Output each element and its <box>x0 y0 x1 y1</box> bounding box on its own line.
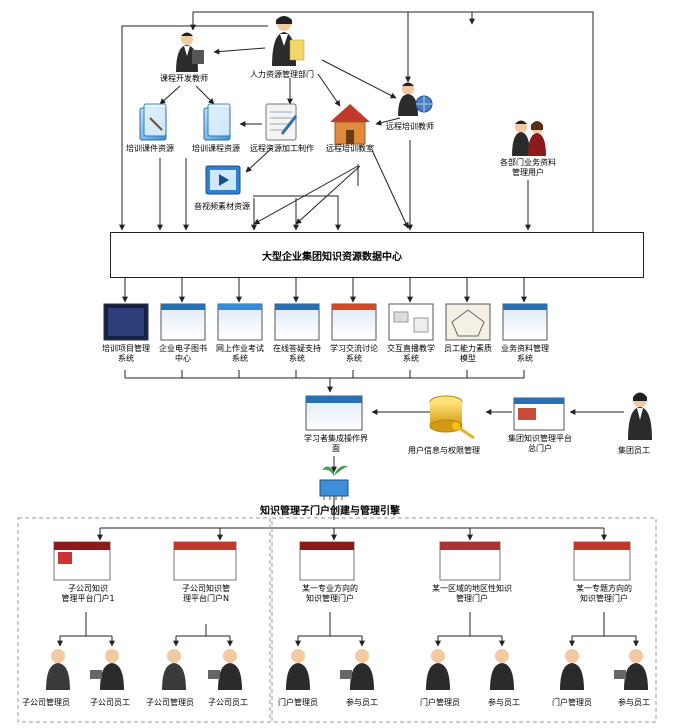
engine-title: 知识管理子门户创建与管理引擎 <box>260 506 400 517</box>
user-auth-label: 用户信息与权限管理 <box>408 446 480 455</box>
topic-portal-label: 某一专题方向的 知识管理门户 <box>576 584 632 603</box>
course-folder-icon <box>203 103 231 141</box>
course-resources-label: 培训课程资源 <box>192 144 240 153</box>
group-portal-label: 集团知识管理平台 总门户 <box>508 434 572 453</box>
subsidiary-group-box <box>17 517 271 723</box>
subportal-screens <box>53 541 631 581</box>
system-label-4: 学习交流讨论 系统 <box>330 344 378 363</box>
learner-ui-screen-icon <box>305 395 363 431</box>
sub-staff-label-2: 子公司员工 <box>208 698 248 707</box>
system-label-7: 业务资料管理 系统 <box>501 344 549 363</box>
system-screens <box>103 303 548 341</box>
portal-admin-label-1: 门户管理员 <box>278 698 318 707</box>
system-label-3: 在线答疑支持 系统 <box>273 344 321 363</box>
knowledge-data-center-box <box>110 232 644 278</box>
hr-dept-label: 人力资源管理部门 <box>250 70 314 79</box>
professional-portal-label: 某一专业方向的 知识管理门户 <box>302 584 358 603</box>
data-center-title: 大型企业集团知识资源数据中心 <box>262 252 402 263</box>
participant-label-1: 参与员工 <box>346 698 378 707</box>
processing-notepad-icon <box>265 103 298 141</box>
subportal-1-label: 子公司知识 管理平台门户1 <box>61 584 115 603</box>
dept-users-label: 各部门业务资料 管理用户 <box>500 158 556 177</box>
system-label-2: 网上作业考试 系统 <box>216 344 264 363</box>
group-staff-icon <box>628 392 652 440</box>
regional-portal-label: 某一区域的地区性知识 管理门户 <box>432 584 512 603</box>
subportal-n-label: 子公司知识管 理平台门户N <box>182 584 230 603</box>
sub-admin-label-2: 子公司管理员 <box>146 698 194 707</box>
database-gold-icon <box>429 395 475 440</box>
participant-label-2: 参与员工 <box>488 698 520 707</box>
courseware-label: 培训课件资源 <box>126 144 174 153</box>
portal-admin-label-2: 门户管理员 <box>420 698 460 707</box>
course-dev-teacher-icon <box>176 32 204 72</box>
group-staff-label: 集团员工 <box>618 446 650 455</box>
course-dev-label: 课程开发教师 <box>160 74 208 83</box>
remote-teacher-label: 远程培训教师 <box>386 122 434 131</box>
participant-label-3: 参与员工 <box>618 698 650 707</box>
group-portal-screen-icon <box>513 397 565 431</box>
system-label-0: 培训项目管理 系统 <box>102 344 150 363</box>
connectors <box>57 11 639 647</box>
classroom-house-icon <box>330 104 370 145</box>
system-label-6: 员工能力素质 模型 <box>444 344 492 363</box>
courseware-folder-icon <box>139 103 167 141</box>
topic-group-box <box>271 517 657 723</box>
system-label-5: 交互直播教学 系统 <box>387 344 435 363</box>
av-film-icon <box>205 165 241 195</box>
portal-admin-label-3: 门户管理员 <box>552 698 592 707</box>
processing-label: 远程资源加工制作 <box>250 144 314 153</box>
system-label-1: 企业电子图书 中心 <box>159 344 207 363</box>
sub-admin-label-1: 子公司管理员 <box>22 698 70 707</box>
remote-teacher-icon <box>398 82 433 116</box>
av-resources-label: 音视频素材资源 <box>194 202 250 211</box>
learner-ui-label: 学习者集成操作界 面 <box>304 434 368 453</box>
bottom-people-icons <box>46 649 648 690</box>
engine-chip-icon <box>319 465 349 500</box>
hr-person-icon <box>272 16 305 66</box>
sub-staff-label-1: 子公司员工 <box>90 698 130 707</box>
classroom-label: 远程培训教室 <box>326 144 374 153</box>
dept-users-icon <box>512 120 546 156</box>
